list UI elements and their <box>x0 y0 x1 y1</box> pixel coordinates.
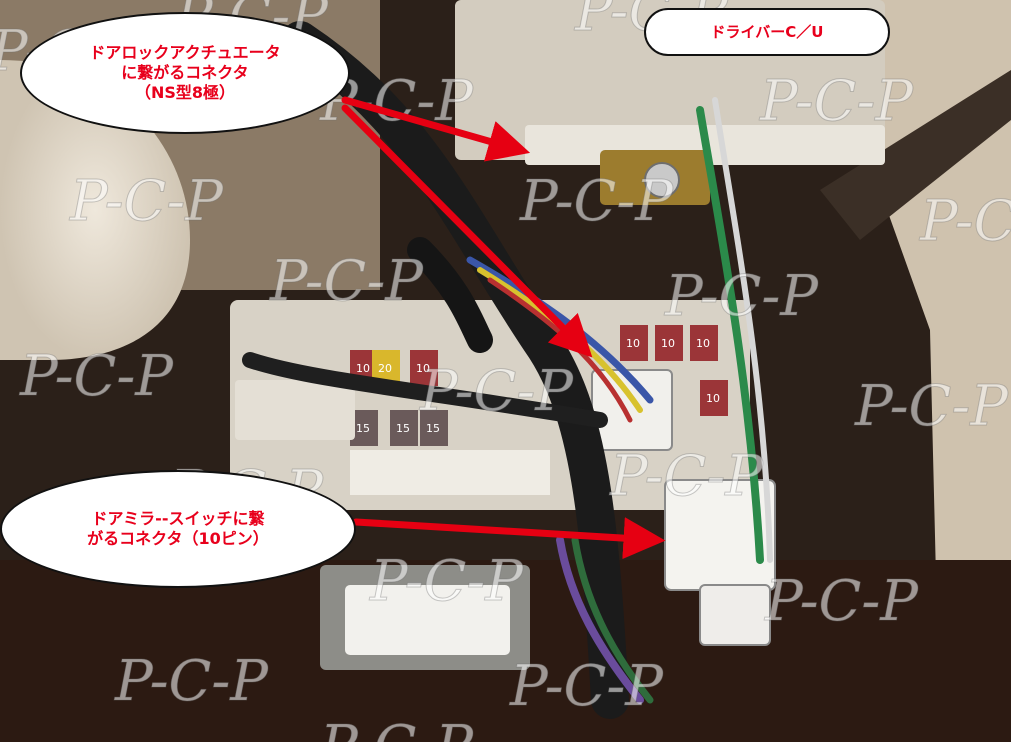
fuse-label: 10 <box>696 337 710 350</box>
watermark: P-C-P <box>854 374 1009 439</box>
watermark: P-C-P <box>609 444 764 509</box>
watermark: P-C-P <box>369 549 524 614</box>
fuse-label: 10 <box>661 337 675 350</box>
watermark: P-C-P <box>519 169 674 234</box>
callout-door-lock-connector: ドアロックアクチュエータ に繋がるコネクタ （NS型8極） <box>20 12 350 134</box>
fuse-label: 10 <box>416 362 430 375</box>
fuse-label: 15 <box>426 422 440 435</box>
arrow-to-control-unit <box>341 96 531 162</box>
watermark: P-C-P <box>759 69 914 134</box>
lamp-housing <box>0 60 190 360</box>
obd-connector <box>345 585 510 655</box>
arrow-to-door-lock-connector <box>341 104 593 358</box>
fuse-label: 10 <box>706 392 720 405</box>
arrow-to-door-mirror-connector <box>352 517 666 560</box>
watermark: P-C-P <box>69 169 224 234</box>
callout-driver-control-unit: ドライバーC／U <box>644 8 890 56</box>
watermark: P-C-P <box>764 569 919 634</box>
watermark: P-C-P <box>319 714 474 742</box>
fuse-label: 10 <box>356 362 370 375</box>
fuse-label: 10 <box>626 337 640 350</box>
fuse-labels: 10 20 10 15 15 15 10 10 10 10 <box>356 337 720 435</box>
watermark: P-C-P <box>269 249 424 314</box>
watermark: P-C-P <box>919 189 1011 254</box>
lower-connector-row <box>350 450 550 495</box>
watermark: P-C-P <box>114 649 269 714</box>
watermark: P-C-P <box>664 264 819 329</box>
watermark: P-C-P <box>19 344 174 409</box>
fuse-label: 20 <box>378 362 392 375</box>
fuse-label: 15 <box>396 422 410 435</box>
wire-harness <box>242 21 773 719</box>
mounting-screw <box>644 162 680 198</box>
callout-door-mirror-connector: ドアミラ--スイッチに繋 がるコネクタ（10ピン） <box>0 470 356 588</box>
small-white-connector <box>699 584 771 646</box>
relay-block <box>235 380 355 440</box>
panel-edge-right <box>820 70 1011 240</box>
watermark: P-C-P <box>419 359 574 424</box>
annotation-arrows <box>341 96 666 560</box>
watermark: P-C-P <box>509 654 664 719</box>
fuse-label: 15 <box>356 422 370 435</box>
